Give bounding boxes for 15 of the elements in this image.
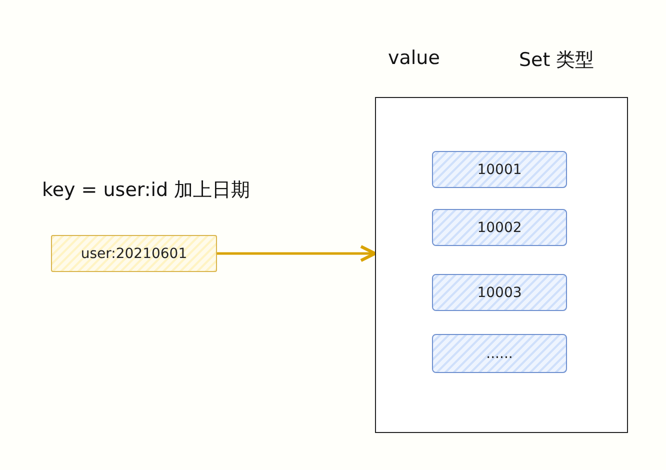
set-container [375, 97, 628, 433]
node-label: 10001 [477, 162, 522, 178]
set-member-box [432, 334, 567, 373]
node-label: ...... [486, 346, 513, 362]
key-box [51, 235, 217, 272]
text-label: value [388, 47, 440, 69]
text-label: key = user:id 加上日期 [42, 178, 250, 203]
node-label: 10002 [477, 220, 522, 236]
node-label: user:20210601 [80, 246, 188, 262]
set-member-box [432, 209, 567, 246]
set-member-box [432, 151, 567, 188]
node-label: 10003 [477, 284, 522, 300]
arrow [217, 244, 377, 262]
set-member-box [432, 274, 567, 311]
text-label: Set 类型 [519, 48, 594, 73]
